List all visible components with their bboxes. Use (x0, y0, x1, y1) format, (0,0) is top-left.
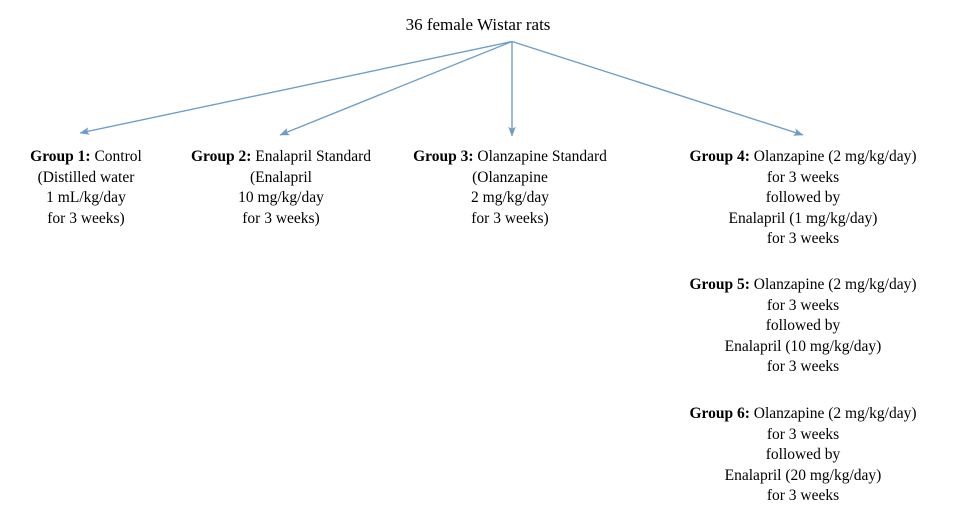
group-4-line-3: Enalapril (1 mg/kg/day) (728, 209, 878, 227)
group-4-title: Olanzapine (2 mg/kg/day) (749, 148, 917, 165)
group-6-title: Olanzapine (2 mg/kg/day) (749, 405, 917, 422)
group-6-line-1: for 3 weeks (766, 425, 840, 443)
group-node-1: Group 1: Control (Distilled water 1 mL/k… (0, 147, 172, 229)
group-1-label: Group 1: (30, 148, 91, 165)
group-node-4: Group 4: Olanzapine (2 mg/kg/day) for 3 … (650, 147, 956, 250)
group-node-2: Group 2: Enalapril Standard (Enalapril 1… (172, 147, 390, 229)
group-2-title: Enalapril Standard (251, 148, 372, 165)
arrow-to-group-4 (511, 40, 804, 136)
group-4-label: Group 4: (689, 148, 750, 165)
group-5-label: Group 5: (689, 276, 750, 293)
group-4-line-2: followed by (765, 189, 841, 206)
group-5-heading: Group 5: Olanzapine (2 mg/kg/day) (650, 275, 956, 296)
group-3-line-3: for 3 weeks) (471, 209, 549, 227)
group-5-line-3: Enalapril (10 mg/kg/day) (724, 337, 882, 355)
group-node-3: Group 3: Olanzapine Standard (Olanzapine… (392, 147, 628, 229)
group-6-heading: Group 6: Olanzapine (2 mg/kg/day) (650, 404, 956, 425)
arrow-to-group-2 (279, 40, 513, 136)
group-1-line-1: (Distilled water (37, 168, 135, 186)
group-1-heading: Group 1: Control (0, 147, 172, 168)
group-3-label: Group 3: (413, 148, 474, 165)
group-node-6: Group 6: Olanzapine (2 mg/kg/day) for 3 … (650, 404, 956, 507)
group-5-line-2: followed by (765, 317, 841, 334)
group-1-line-2: 1 mL/kg/day (46, 189, 126, 206)
group-2-label: Group 2: (190, 148, 252, 165)
group-2-line-3: for 3 weeks) (242, 209, 320, 227)
root-node-label: 36 female Wistar rats (405, 15, 551, 34)
group-5-title: Olanzapine (2 mg/kg/day) (749, 276, 917, 293)
group-3-line-1: (Olanzapine (472, 168, 548, 186)
group-2-heading: Group 2: Enalapril Standard (172, 147, 390, 168)
group-6-line-2: followed by (765, 446, 841, 463)
group-2-line-1: (Enalapril (250, 168, 312, 186)
group-4-line-1: for 3 weeks (766, 168, 840, 186)
group-5-line-1: for 3 weeks (766, 296, 840, 314)
group-4-line-4: for 3 weeks (766, 230, 840, 247)
group-2-line-2: 10 mg/kg/day (238, 189, 324, 206)
group-6-line-4: for 3 weeks (766, 487, 840, 504)
group-1-title: Control (90, 148, 142, 165)
group-3-line-2: 2 mg/kg/day (471, 189, 549, 206)
group-5-line-4: for 3 weeks (766, 358, 840, 375)
group-3-title: Olanzapine Standard (473, 148, 607, 165)
group-node-5: Group 5: Olanzapine (2 mg/kg/day) for 3 … (650, 275, 956, 378)
group-6-line-3: Enalapril (20 mg/kg/day) (724, 466, 882, 484)
arrow-to-group-1 (79, 40, 513, 135)
group-3-heading: Group 3: Olanzapine Standard (392, 147, 628, 168)
group-1-line-3: for 3 weeks) (47, 209, 125, 227)
group-6-label: Group 6: (689, 405, 750, 422)
group-4-heading: Group 4: Olanzapine (2 mg/kg/day) (650, 147, 956, 168)
